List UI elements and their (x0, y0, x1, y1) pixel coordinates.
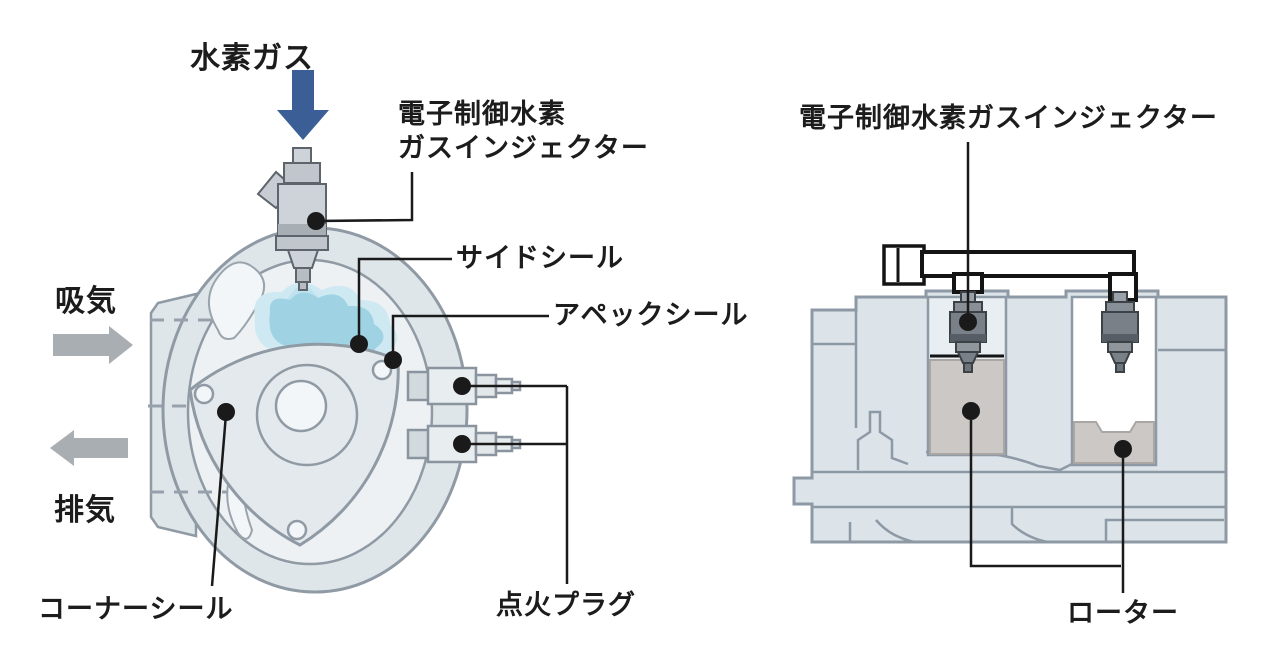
engine-block-silhouette (792, 289, 1228, 544)
left-leader-dots (217, 212, 471, 453)
intake-arrow (53, 326, 133, 364)
dot-injector-left (307, 212, 325, 230)
leader-injector-left (315, 172, 414, 223)
label-apex-seal: アペックシール (553, 300, 749, 330)
left-engine-cross-section (50, 70, 522, 594)
dot-apex-seal (384, 351, 402, 369)
hydrogen-injector-rail-right (1101, 291, 1139, 373)
leader-apex-seal (391, 314, 549, 360)
label-injector-left-line2: ガスインジェクター (398, 132, 649, 163)
dot-rotor-left (962, 402, 980, 420)
label-hydrogen-gas: 水素ガス (190, 42, 314, 75)
corner-seal-bottom (286, 519, 308, 541)
dot-rotor-right (1114, 440, 1132, 458)
right-leader-dots (959, 313, 1132, 458)
dot-injector-right (959, 313, 977, 331)
label-side-seal: サイドシール (456, 243, 624, 273)
leader-side-seal (357, 257, 452, 344)
label-injector-left-line1: 電子制御水素 (398, 99, 566, 129)
right-engine-cross-section (792, 244, 1228, 544)
hydrogen-flow-arrow (277, 70, 329, 140)
rotor-right-section (1073, 421, 1155, 464)
label-injector-left: 電子制御水素 ガスインジェクター (398, 98, 649, 166)
dot-side-seal (350, 335, 368, 353)
label-corner-seal: コーナーシール (38, 594, 234, 624)
exhaust-arrow (50, 430, 128, 466)
leader-rotor-left (969, 420, 1121, 568)
dot-spark-plug-top (453, 377, 471, 395)
intake-port-cutout (207, 261, 265, 340)
rotor-hub-bore (274, 379, 328, 433)
right-leader-lines (966, 142, 1125, 593)
dot-corner-seal (217, 403, 235, 421)
label-exhaust: 排気 (54, 494, 116, 527)
block-contour-lines (812, 310, 1226, 544)
label-injector-right: 電子制御水素ガスインジェクター (799, 103, 1218, 133)
label-intake: 吸気 (55, 285, 117, 318)
dot-spark-plug-bottom (453, 435, 471, 453)
left-leader-lines (210, 172, 569, 587)
leader-corner-seal (210, 413, 228, 587)
label-spark-plug: 点火プラグ (496, 590, 636, 620)
label-rotor: ローター (1067, 598, 1179, 628)
fuel-rail (882, 244, 1138, 302)
corner-seal-left (193, 383, 215, 405)
